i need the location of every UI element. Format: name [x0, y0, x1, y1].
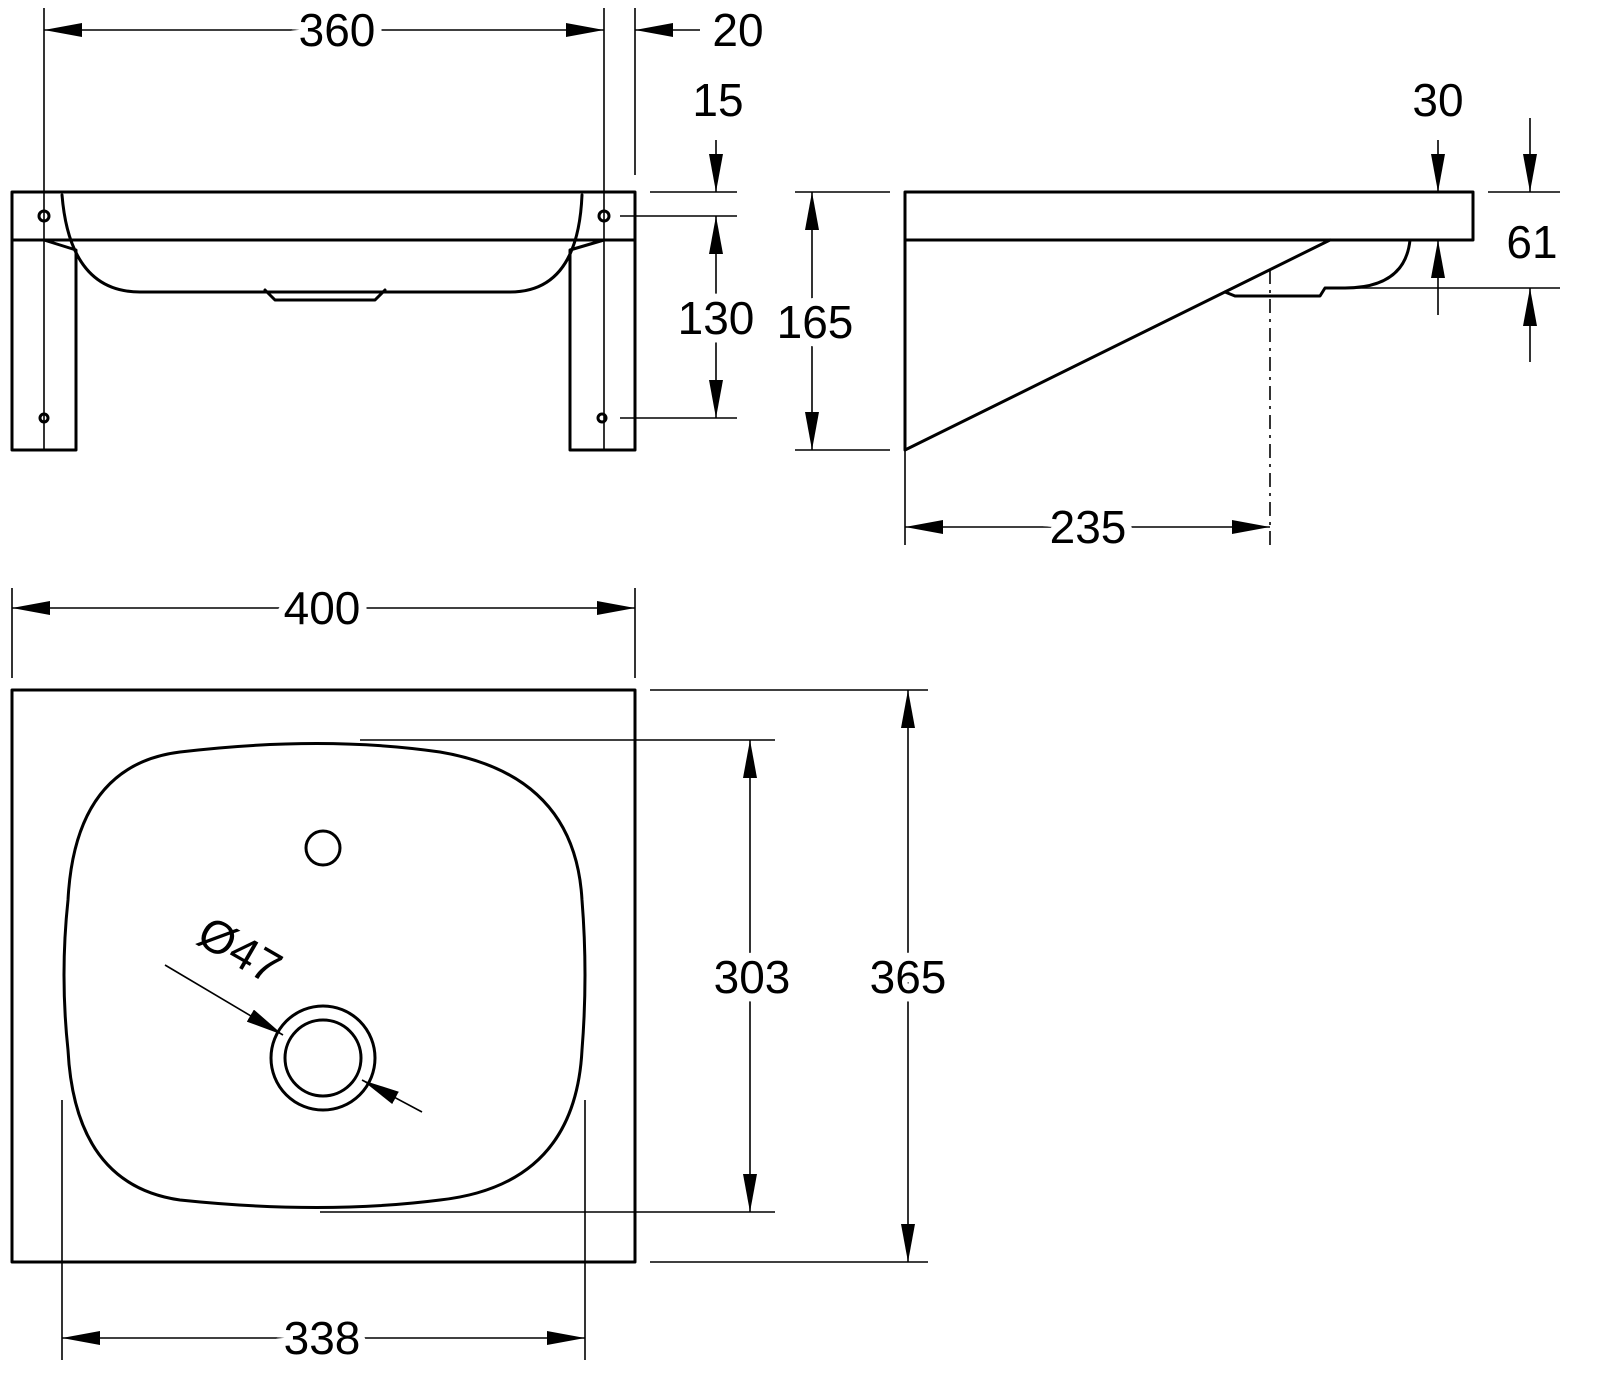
dim-label-400: 400 — [284, 582, 361, 634]
dim-label-61: 61 — [1506, 216, 1557, 268]
top-basin — [62, 742, 587, 1209]
side-basin — [1223, 238, 1412, 298]
front-view: 360 20 15 130 165 — [10, 0, 890, 452]
top-outline — [10, 688, 637, 1264]
front-legs — [10, 238, 637, 452]
dim-label-338: 338 — [284, 1312, 361, 1364]
front-basin — [60, 193, 584, 294]
side-bracket — [903, 238, 1332, 452]
dim-label-360: 360 — [299, 4, 376, 56]
screw-hole-icon — [596, 412, 608, 424]
drain-inner — [283, 1018, 363, 1098]
dim-label-365: 365 — [870, 951, 947, 1003]
side-rim — [903, 190, 1475, 242]
dim-label-303: 303 — [714, 951, 791, 1003]
tap-hole — [304, 829, 342, 867]
dim-label-235: 235 — [1050, 501, 1127, 553]
leader-line-47b — [361, 1079, 423, 1113]
drain-outer — [269, 1004, 377, 1112]
dim-label-15: 15 — [692, 74, 743, 126]
leader-line-47 — [164, 964, 284, 1036]
dim-label-130: 130 — [678, 292, 755, 344]
side-view: 30 61 235 — [903, 66, 1566, 561]
front-rim — [10, 190, 637, 242]
front-drain — [263, 288, 387, 302]
dim-label-diameter-47: Ø47 — [189, 906, 290, 995]
dim-label-30: 30 — [1412, 74, 1463, 126]
top-view: Ø47 400 303 365 338 — [10, 574, 954, 1372]
dim-label-20: 20 — [712, 4, 763, 56]
dim-label-165: 165 — [777, 296, 854, 348]
